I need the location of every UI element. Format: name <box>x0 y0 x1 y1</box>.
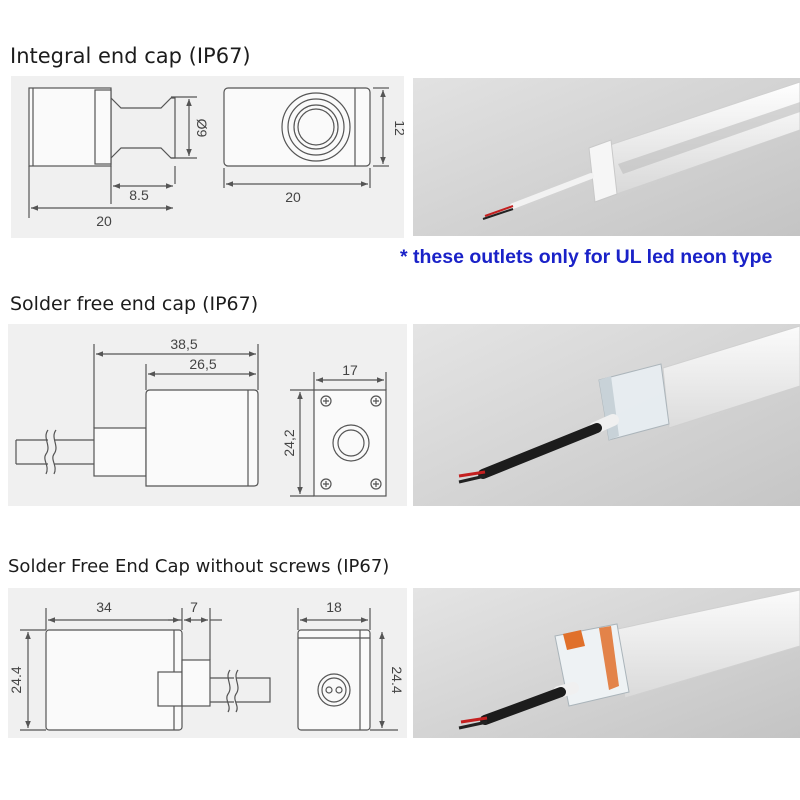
section-title-integral-end-cap: Integral end cap (IP67) <box>10 44 251 68</box>
product-photo-integral-end-cap <box>413 78 800 236</box>
dim-plug-length: 7 <box>190 599 198 615</box>
dim-body-length: 26,5 <box>189 356 216 372</box>
section-title-solder-free-end-cap: Solder free end cap (IP67) <box>10 293 259 315</box>
dim-front-width: 20 <box>285 189 301 205</box>
product-photo-solder-free-end-cap <box>413 324 800 506</box>
product-photo-end-cap-without-screws <box>413 588 800 738</box>
drawing-panel-solder-free-end-cap: 38,5 26,5 17 24,2 <box>8 324 407 506</box>
ul-outlet-note: * these outlets only for UL led neon typ… <box>400 246 773 268</box>
dim-width: 17 <box>342 362 358 378</box>
dim-body-length: 34 <box>96 599 112 615</box>
dim-neck-length: 8.5 <box>129 187 149 203</box>
technical-drawing-solder-free: 38,5 26,5 17 24,2 <box>15 336 387 497</box>
technical-drawing-integral: Ø9 8.5 20 20 12 <box>28 87 404 229</box>
section-title-end-cap-without-screws: Solder Free End Cap without screws (IP67… <box>8 556 390 577</box>
dim-height-right: 24.4 <box>389 666 405 693</box>
drawing-panel-integral-end-cap: Ø9 8.5 20 20 12 <box>11 76 404 238</box>
dim-diameter: Ø9 <box>194 119 210 138</box>
drawing-panel-end-cap-without-screws: 34 7 18 24.4 24.4 <box>8 588 407 738</box>
technical-drawing-without-screws: 34 7 18 24.4 24.4 <box>8 599 405 731</box>
dim-total-length: 20 <box>96 213 112 229</box>
dim-width: 18 <box>326 599 342 615</box>
dim-height: 12 <box>392 120 404 136</box>
dim-height: 24,2 <box>281 429 297 456</box>
dim-overall-length: 38,5 <box>170 336 197 352</box>
dim-height-left: 24.4 <box>8 666 24 693</box>
